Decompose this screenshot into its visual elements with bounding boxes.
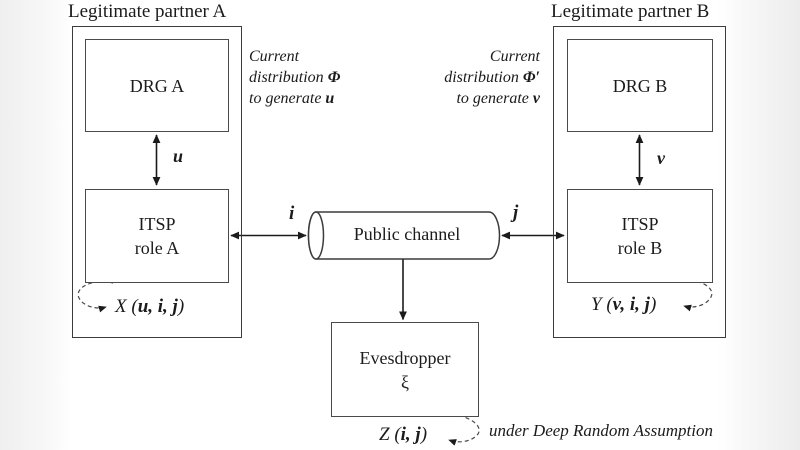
v-symbol: v <box>532 90 540 107</box>
y-formula-prefix: Y ( <box>591 294 613 315</box>
itsp-a-box: ITSP role A <box>85 189 229 283</box>
annotation-a-line1: Current <box>249 48 300 65</box>
y-output-formula: Y (v, i, j) <box>591 294 656 316</box>
z-formula-prefix: Z ( <box>379 424 401 445</box>
itsp-a-label-line2: role A <box>134 238 180 258</box>
partner-b-title: Legitimate partner B <box>551 1 710 22</box>
drg-a-label: DRG A <box>129 75 185 96</box>
eavesdropper-label: Evesdropper <box>359 347 451 368</box>
drg-b-label: DRG B <box>612 75 668 96</box>
itsp-a-label-line1: ITSP <box>138 214 176 234</box>
public-channel-label: Public channel <box>353 224 461 244</box>
u-symbol: u <box>325 90 335 107</box>
itsp-b-label-line1: ITSP <box>621 214 659 234</box>
u-wire-label: u <box>173 146 184 166</box>
itsp-b-label-line2: role B <box>617 238 663 258</box>
xi-symbol: ξ <box>400 371 410 392</box>
annotation-a-line2: distribution Φ <box>249 69 341 86</box>
j-wire-label: j <box>513 202 519 223</box>
z-formula-suffix: ) <box>420 424 428 445</box>
annotation-b-line1: Current <box>489 48 540 65</box>
x-formula-suffix: ) <box>177 296 185 317</box>
partner-a-boundary <box>72 26 242 338</box>
phi-symbol: Φ <box>327 69 341 86</box>
annotation-b-line2: distribution Φ′ <box>444 69 540 86</box>
i-wire-label: i <box>289 203 295 224</box>
annotation-distribution-b: Current distribution Φ′ to generate v <box>410 46 540 109</box>
eavesdropper-box: Evesdropper ξ <box>331 322 479 417</box>
v-wire-label: v <box>657 148 665 168</box>
annotation-b-line3: to generate v <box>456 90 540 107</box>
deep-random-assumption-note: under Deep Random Assumption <box>489 421 713 440</box>
annotation-a-line3: to generate u <box>249 90 335 107</box>
partner-b-boundary <box>553 26 726 338</box>
x-formula-prefix: X ( <box>115 296 138 317</box>
x-formula-args: u, i, j <box>137 296 178 317</box>
partner-a-title: Legitimate partner A <box>68 1 227 22</box>
itsp-b-box: ITSP role B <box>567 189 713 283</box>
z-output-formula: Z (i, j) <box>379 424 427 446</box>
phi-prime-symbol: Φ′ <box>522 69 540 86</box>
z-output-loop-arrow <box>448 413 480 446</box>
public-channel-cylinder <box>307 211 501 260</box>
cylinder-left-cap <box>307 211 325 260</box>
y-formula-suffix: ) <box>649 294 657 315</box>
z-formula-args: i, j <box>400 424 421 445</box>
y-formula-args: v, i, j <box>612 294 650 315</box>
annotation-distribution-a: Current distribution Φ to generate u <box>249 46 340 109</box>
drg-a-box: DRG A <box>85 39 229 132</box>
drg-b-box: DRG B <box>567 39 713 132</box>
x-output-formula: X (u, i, j) <box>115 296 184 318</box>
